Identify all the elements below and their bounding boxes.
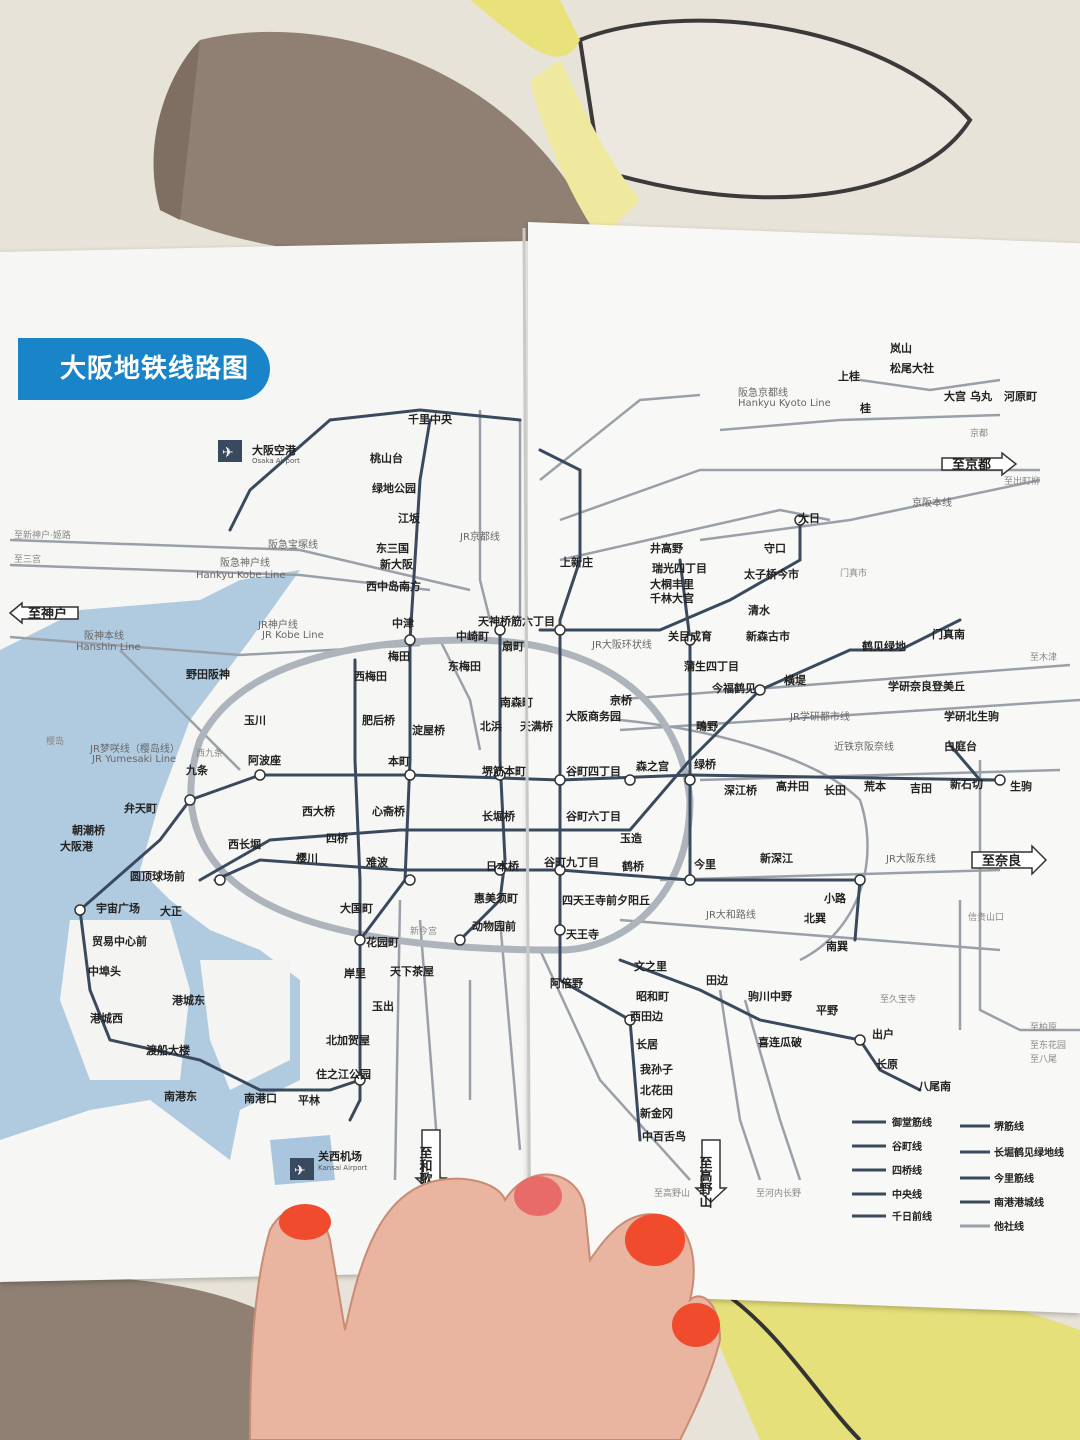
hand — [0, 0, 1080, 1440]
